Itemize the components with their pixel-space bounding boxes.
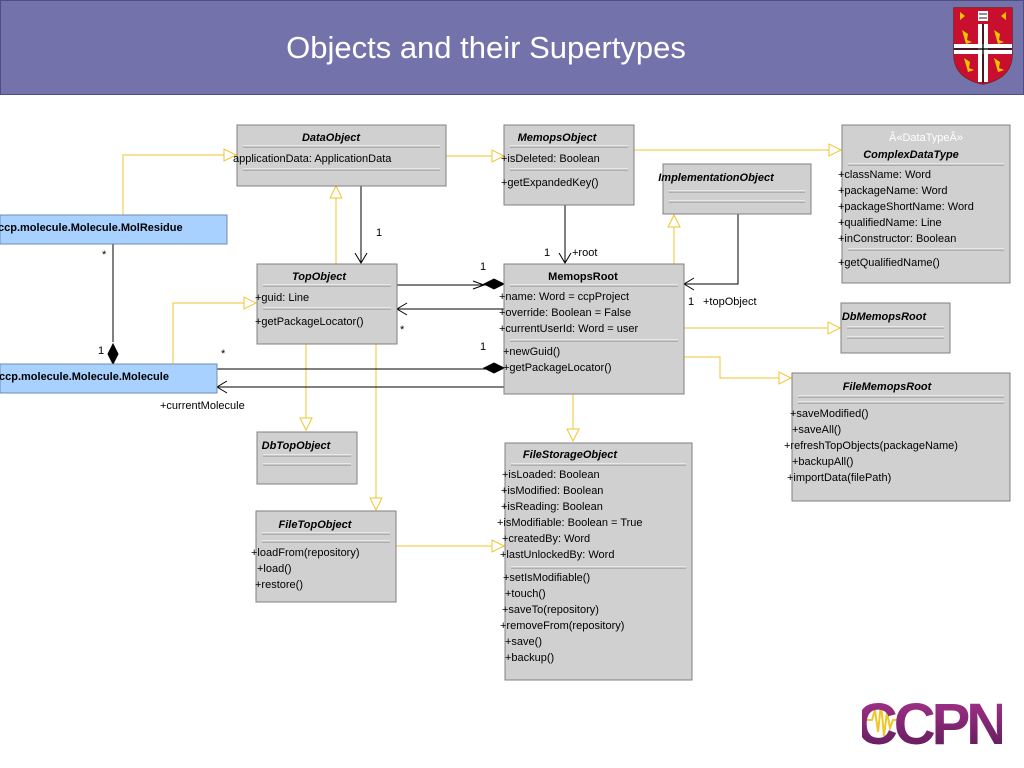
class-name: DataObject xyxy=(302,132,361,144)
class-attribute: +className: Word xyxy=(838,169,931,181)
class-attribute: +currentUserId: Word = user xyxy=(499,323,639,335)
class-attribute: +name: Word = ccpProject xyxy=(499,291,629,303)
multiplicity-label: 1 xyxy=(544,247,550,259)
class-operation: +removeFrom(repository) xyxy=(500,620,624,632)
class-dbmemopsroot: DbMemopsRoot xyxy=(840,302,951,354)
class-attribute: +isReading: Boolean xyxy=(501,501,603,513)
class-molresidue: ccp.molecule.Molecule.MolResidue xyxy=(0,214,228,245)
class-attribute: +createdBy: Word xyxy=(502,533,590,545)
class-attribute: +isModified: Boolean xyxy=(501,485,603,497)
association-labels: 1 1 +root 1 1 +topObject * 1 * * 1 +curr… xyxy=(98,227,757,412)
multiplicity-label: * xyxy=(400,324,405,336)
role-label: +topObject xyxy=(703,296,757,308)
class-operation: +backup() xyxy=(505,652,554,664)
class-name: MemopsObject xyxy=(518,132,598,144)
class-operation: +importData(filePath) xyxy=(787,472,891,484)
page-title: Objects and their Supertypes xyxy=(286,30,686,65)
class-operation: +getExpandedKey() xyxy=(501,177,599,189)
class-attribute: +lastUnlockedBy: Word xyxy=(500,549,614,561)
university-crest-icon xyxy=(953,7,1013,85)
class-attribute: +isLoaded: Boolean xyxy=(502,469,600,481)
class-attribute: +packageShortName: Word xyxy=(838,201,974,213)
class-filestorageobject: FileStorageObject +isLoaded: Boolean +is… xyxy=(497,442,693,681)
class-complexdatatype: Â«DataTypeÂ» ComplexDataType +className:… xyxy=(838,124,1011,284)
class-name: FileTopObject xyxy=(279,519,353,531)
role-label: +currentMolecule xyxy=(160,400,245,412)
multiplicity-label: * xyxy=(221,348,226,360)
class-operation: +touch() xyxy=(505,588,546,600)
association-lines xyxy=(107,186,739,394)
inheritance-lines xyxy=(122,143,843,553)
class-name: DbMemopsRoot xyxy=(842,311,928,323)
class-operation: +newGuid() xyxy=(503,346,560,358)
multiplicity-label: 1 xyxy=(376,227,382,239)
class-operation: +refreshTopObjects(packageName) xyxy=(784,440,958,452)
class-operation: +saveAll() xyxy=(792,424,841,436)
multiplicity-label: 1 xyxy=(480,341,486,353)
class-name: ccp.molecule.Molecule.MolResidue xyxy=(0,222,183,234)
class-topobject: TopObject +guid: Line +getPackageLocator… xyxy=(255,263,398,345)
class-attribute: applicationData: ApplicationData xyxy=(233,153,392,165)
class-operation: +saveModified() xyxy=(790,408,869,420)
multiplicity-label: 1 xyxy=(98,345,104,357)
class-dbtopobject: DbTopObject xyxy=(256,431,358,485)
class-attribute: +guid: Line xyxy=(255,292,309,304)
class-name: MemopsRoot xyxy=(548,271,618,283)
class-attribute: +isDeleted: Boolean xyxy=(501,153,600,165)
class-operation: +load() xyxy=(257,563,292,575)
class-name: FileMemopsRoot xyxy=(843,381,933,393)
class-operation: +getPackageLocator() xyxy=(255,316,364,328)
class-operation: +getPackageLocator() xyxy=(503,362,612,374)
class-attribute: +inConstructor: Boolean xyxy=(838,233,956,245)
class-operation: +save() xyxy=(505,636,542,648)
role-label: +root xyxy=(572,247,597,259)
class-name: ComplexDataType xyxy=(863,149,959,161)
class-operation: +getQualifiedName() xyxy=(838,257,940,269)
class-attribute: +override: Boolean = False xyxy=(499,307,631,319)
ccpn-logo-text: CCPN xyxy=(862,692,1002,750)
class-operation: +saveTo(repository) xyxy=(502,604,599,616)
class-memopsobject: MemopsObject +isDeleted: Boolean +getExp… xyxy=(501,124,635,206)
multiplicity-label: 1 xyxy=(688,296,694,308)
class-operation: +backupAll() xyxy=(792,456,853,468)
class-filememopsroot: FileMemopsRoot +saveModified() +saveAll(… xyxy=(784,372,1011,502)
class-name: TopObject xyxy=(292,271,347,283)
ccpn-logo: CCPN xyxy=(862,692,1002,750)
class-attribute: +packageName: Word xyxy=(838,185,948,197)
class-memopsroot: MemopsRoot +name: Word = ccpProject +ove… xyxy=(499,263,685,395)
class-stereotype: Â«DataTypeÂ» xyxy=(889,131,963,144)
class-dataobject: DataObject applicationData: ApplicationD… xyxy=(233,124,447,187)
class-name: ccp.molecule.Molecule.Molecule xyxy=(0,371,169,383)
class-operation: +loadFrom(repository) xyxy=(251,547,360,559)
class-name: ImplementationObject xyxy=(658,172,775,184)
class-name: FileStorageObject xyxy=(523,449,618,461)
class-molecule: ccp.molecule.Molecule.Molecule xyxy=(0,363,218,394)
multiplicity-label: 1 xyxy=(480,261,486,273)
class-attribute: +qualifiedName: Line xyxy=(838,217,942,229)
class-operation: +setIsModifiable() xyxy=(503,572,590,584)
class-attribute: +isModifiable: Boolean = True xyxy=(497,517,643,529)
class-operation: +restore() xyxy=(255,579,303,591)
class-filetopobject: FileTopObject +loadFrom(repository) +loa… xyxy=(251,510,397,603)
class-name: DbTopObject xyxy=(262,440,332,452)
class-implementationobject: ImplementationObject xyxy=(658,163,812,215)
multiplicity-label: * xyxy=(102,249,107,261)
title-banner xyxy=(0,0,1024,95)
